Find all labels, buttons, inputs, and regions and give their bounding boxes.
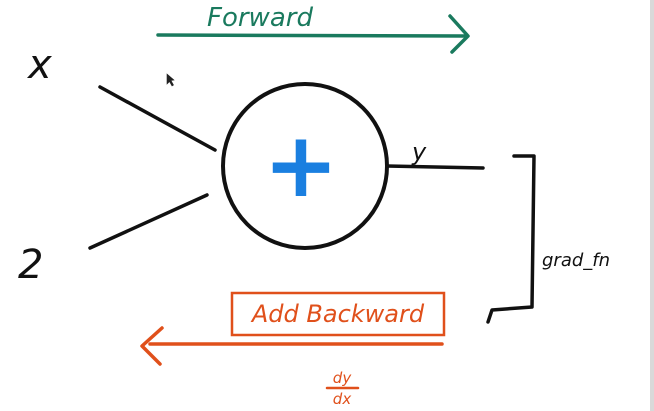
add-backward-label: Add Backward: [250, 300, 425, 328]
plus-operator-symbol: +: [263, 113, 338, 218]
edge-x-to-add: [98, 85, 217, 152]
input-x-label: x: [26, 42, 52, 88]
edge-add-to-y: [385, 164, 485, 170]
mouse-cursor-icon: [166, 73, 175, 87]
input-2-label: 2: [18, 242, 43, 288]
derivative-denominator: dx: [333, 390, 352, 408]
window-right-border: [650, 0, 654, 411]
add-backward-box: [230, 291, 446, 337]
derivative-numerator: dy: [333, 369, 353, 387]
forward-arrow: [156, 14, 470, 54]
grad-fn-bracket: [486, 154, 536, 324]
output-y-label: y: [411, 138, 427, 166]
edge-2-to-add: [88, 193, 209, 250]
backward-arrow: [140, 326, 444, 366]
grad-fn-label: grad_fn: [542, 250, 610, 271]
forward-label: Forward: [207, 3, 313, 33]
